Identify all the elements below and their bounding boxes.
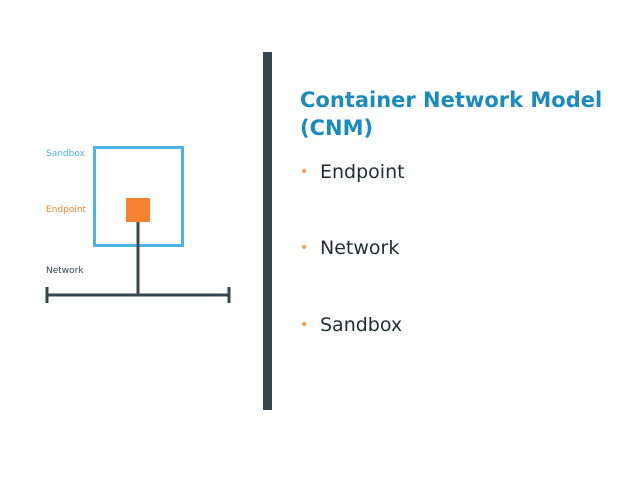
slide-title: Container Network Model (CNM): [300, 86, 630, 142]
vertical-divider: [263, 52, 272, 410]
bullet-text: Sandbox: [320, 314, 403, 336]
bullet-text: Network: [320, 237, 400, 259]
sandbox-label: Sandbox: [46, 149, 85, 159]
cnm-diagram-svg: [45, 146, 231, 303]
bullet-dot-icon: •: [300, 164, 309, 180]
slide-title-line2: (CNM): [300, 116, 374, 140]
slide-content: Container Network Model (CNM) •Endpoint …: [300, 86, 630, 336]
endpoint-square: [126, 198, 150, 222]
network-label: Network: [46, 266, 84, 276]
cnm-diagram: Sandbox Endpoint Network: [0, 0, 260, 479]
slide-title-line1: Container Network Model: [300, 88, 603, 112]
bullet-dot-icon: •: [300, 240, 309, 256]
endpoint-label: Endpoint: [46, 205, 87, 215]
bullet-dot-icon: •: [300, 317, 309, 333]
bullet-item-sandbox: • Sandbox: [300, 313, 402, 337]
bullet-item-endpoint: • Endpoint: [300, 160, 405, 184]
bullet-item-network: • Network: [300, 236, 399, 260]
bullet-text: Endpoint: [320, 161, 405, 183]
